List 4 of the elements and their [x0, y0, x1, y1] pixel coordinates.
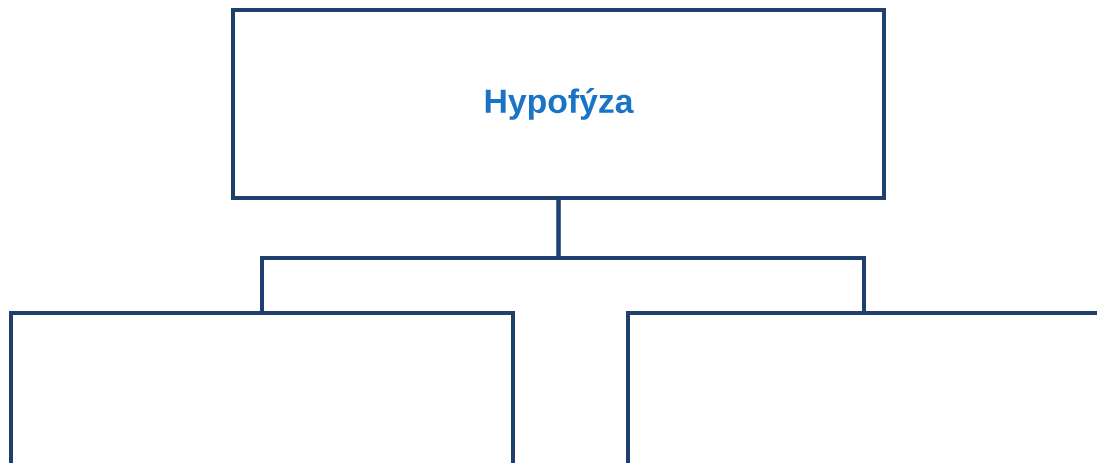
box	[626, 311, 1097, 463]
box	[9, 311, 515, 463]
connector	[556, 200, 866, 311]
box: Hypofýza	[231, 8, 886, 200]
